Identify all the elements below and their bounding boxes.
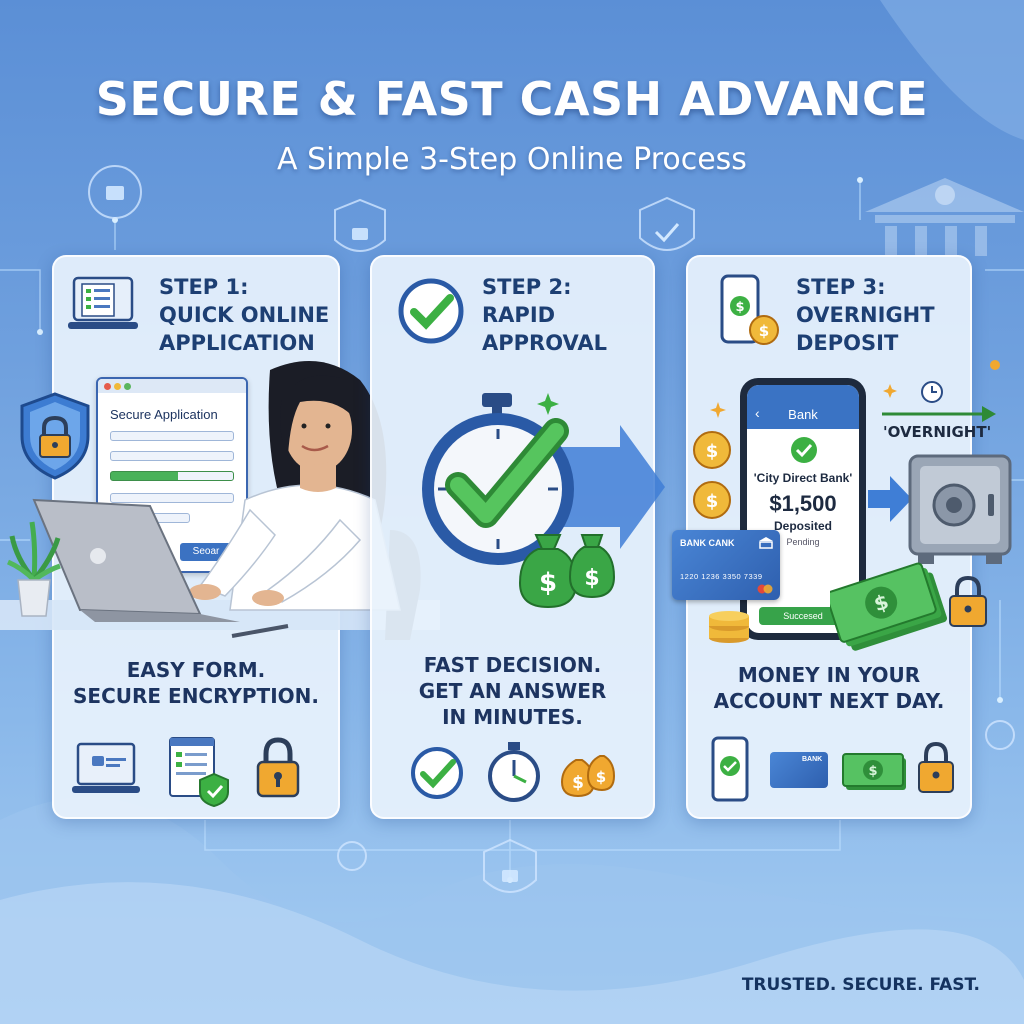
- svg-text:$: $: [584, 566, 599, 591]
- bank-icon: [759, 537, 773, 549]
- arrow-right-icon: [868, 476, 912, 522]
- shield-lock-icon: [20, 392, 90, 480]
- step-1-label: STEP 1: QUICK ONLINE APPLICATION: [159, 275, 330, 355]
- money-bags-icon: $ $: [560, 755, 616, 798]
- step-3-label: STEP 3: OVERNIGHT DEPOSIT: [796, 275, 935, 355]
- step-1-caption: EASY FORM. SECURE ENCRYPTION.: [73, 658, 319, 708]
- phone-check-icon: [711, 736, 749, 802]
- svg-text:$: $: [735, 300, 744, 315]
- laptop-lock-icon: [72, 742, 140, 793]
- laptop-checklist-icon: [68, 276, 138, 329]
- bank-name: 'City Direct Bank': [753, 471, 853, 485]
- check-circle-icon: [398, 278, 464, 344]
- svg-text:$: $: [572, 773, 584, 793]
- step-3-caption: MONEY IN YOUR ACCOUNT NEXT DAY.: [713, 663, 945, 713]
- step-2-caption: FAST DECISION. GET AN ANSWER IN MINUTES.: [418, 653, 607, 729]
- stopwatch-icon: [488, 742, 540, 802]
- deposit-amount: $1,500: [769, 491, 837, 516]
- overnight-tag: 'OVERNIGHT': [883, 423, 992, 441]
- woman-at-laptop-illustration: [0, 361, 440, 640]
- svg-text:$: $: [706, 441, 719, 462]
- deposit-status: Deposited: [773, 519, 832, 533]
- footer-tagline: TRUSTED. SECURE. FAST.: [741, 975, 980, 995]
- check-circle-icon: [411, 747, 463, 799]
- check-circle-icon: [791, 437, 817, 463]
- padlock-icon: [256, 737, 300, 798]
- page-subtitle: A Simple 3-Step Online Process: [277, 142, 747, 177]
- padlock-icon: [918, 741, 954, 793]
- vault-safe-icon: [908, 454, 1012, 564]
- bank-card-small: BANK: [770, 752, 828, 788]
- document-shield-icon: [169, 737, 229, 808]
- form-field[interactable]: [110, 451, 234, 461]
- svg-text:$: $: [868, 764, 877, 779]
- svg-text:$: $: [759, 322, 769, 340]
- page-title: SECURE & FAST CASH ADVANCE: [95, 72, 929, 126]
- cash-icon: $: [842, 753, 906, 790]
- overnight-arrow: [882, 381, 996, 422]
- svg-text:$: $: [539, 568, 557, 598]
- form-field[interactable]: [110, 493, 234, 503]
- success-button[interactable]: Succesed: [759, 607, 847, 625]
- step-2-label: STEP 2: RAPID APPROVAL: [482, 275, 607, 355]
- svg-text:$: $: [706, 491, 719, 512]
- phone-coin-icon: $ $: [720, 274, 779, 345]
- padlock-icon: [949, 575, 987, 627]
- form-field[interactable]: [110, 431, 234, 441]
- back-chevron-icon[interactable]: ‹: [755, 405, 760, 421]
- pending-label: Pending: [786, 537, 820, 547]
- bank-card: BANK CANK 1220 1236 3350 7339: [672, 530, 780, 600]
- svg-text:$: $: [596, 768, 606, 786]
- phone-header: Bank: [747, 385, 859, 429]
- cash-stack-icon: $: [830, 562, 948, 651]
- form-title: Secure Application: [110, 407, 218, 422]
- secure-application-window: Secure Application Seoar: [96, 377, 248, 573]
- coin-stack-icon: [709, 611, 749, 643]
- submit-button[interactable]: Seoar: [180, 543, 232, 561]
- coins-icon: $ $: [693, 402, 731, 519]
- progress-bar: [110, 471, 234, 481]
- card-logo-icon: [757, 584, 773, 594]
- stopwatch-approval-illustration: $ $: [422, 393, 665, 609]
- plant-icon: [6, 521, 61, 617]
